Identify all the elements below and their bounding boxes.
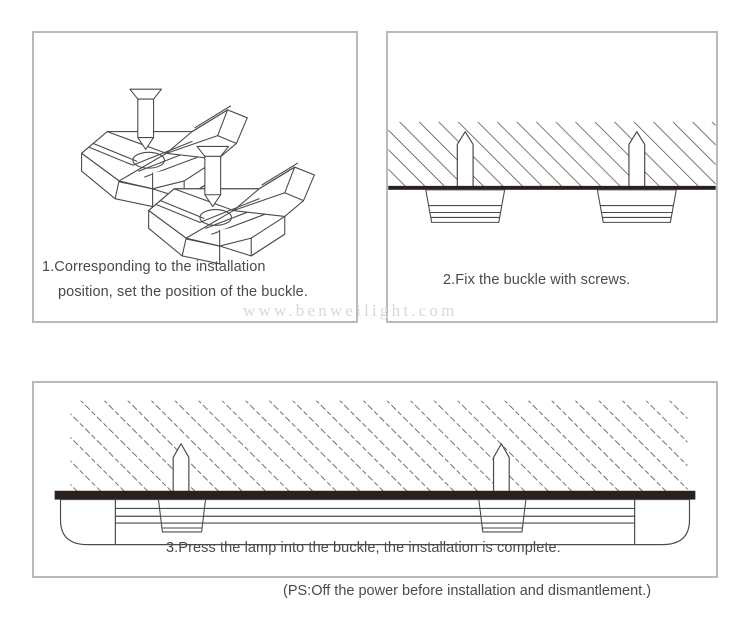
buckle-right <box>478 499 527 533</box>
step-1-illustration <box>81 88 315 265</box>
step-3-panel <box>32 381 718 578</box>
step-1-caption: 1.Corresponding to the installation posi… <box>42 255 308 305</box>
lamp-fixture <box>59 498 691 546</box>
screw-upper <box>129 88 163 150</box>
power-note: (PS:Off the power before installation an… <box>283 583 652 599</box>
step-3-caption: 3.Press the lamp into the buckle, the in… <box>166 540 561 556</box>
step-3-illustration <box>54 400 696 546</box>
ceiling-slab <box>388 121 716 187</box>
step-1-caption-line-2: position, set the position of the buckle… <box>58 284 308 300</box>
ceiling-bottom-edge <box>54 490 696 500</box>
screw-right <box>628 131 646 188</box>
buckle-left <box>157 499 207 533</box>
buckle-left <box>425 189 506 223</box>
ceiling-slab <box>70 400 688 495</box>
step-1-illustration-area <box>34 33 356 321</box>
step-2-illustration <box>388 121 716 223</box>
buckle-right <box>596 189 677 223</box>
screw-lower <box>196 145 230 208</box>
step-2-caption: 2.Fix the buckle with screws. <box>443 272 631 288</box>
ceiling-bottom-edge <box>388 185 716 190</box>
step-3-illustration-area <box>34 383 716 576</box>
step-2-illustration-area <box>388 33 716 321</box>
screw-left <box>456 131 474 188</box>
step-1-panel <box>32 31 358 323</box>
step-2-panel <box>386 31 718 323</box>
step-1-caption-line-1: 1.Corresponding to the installation <box>42 259 266 275</box>
